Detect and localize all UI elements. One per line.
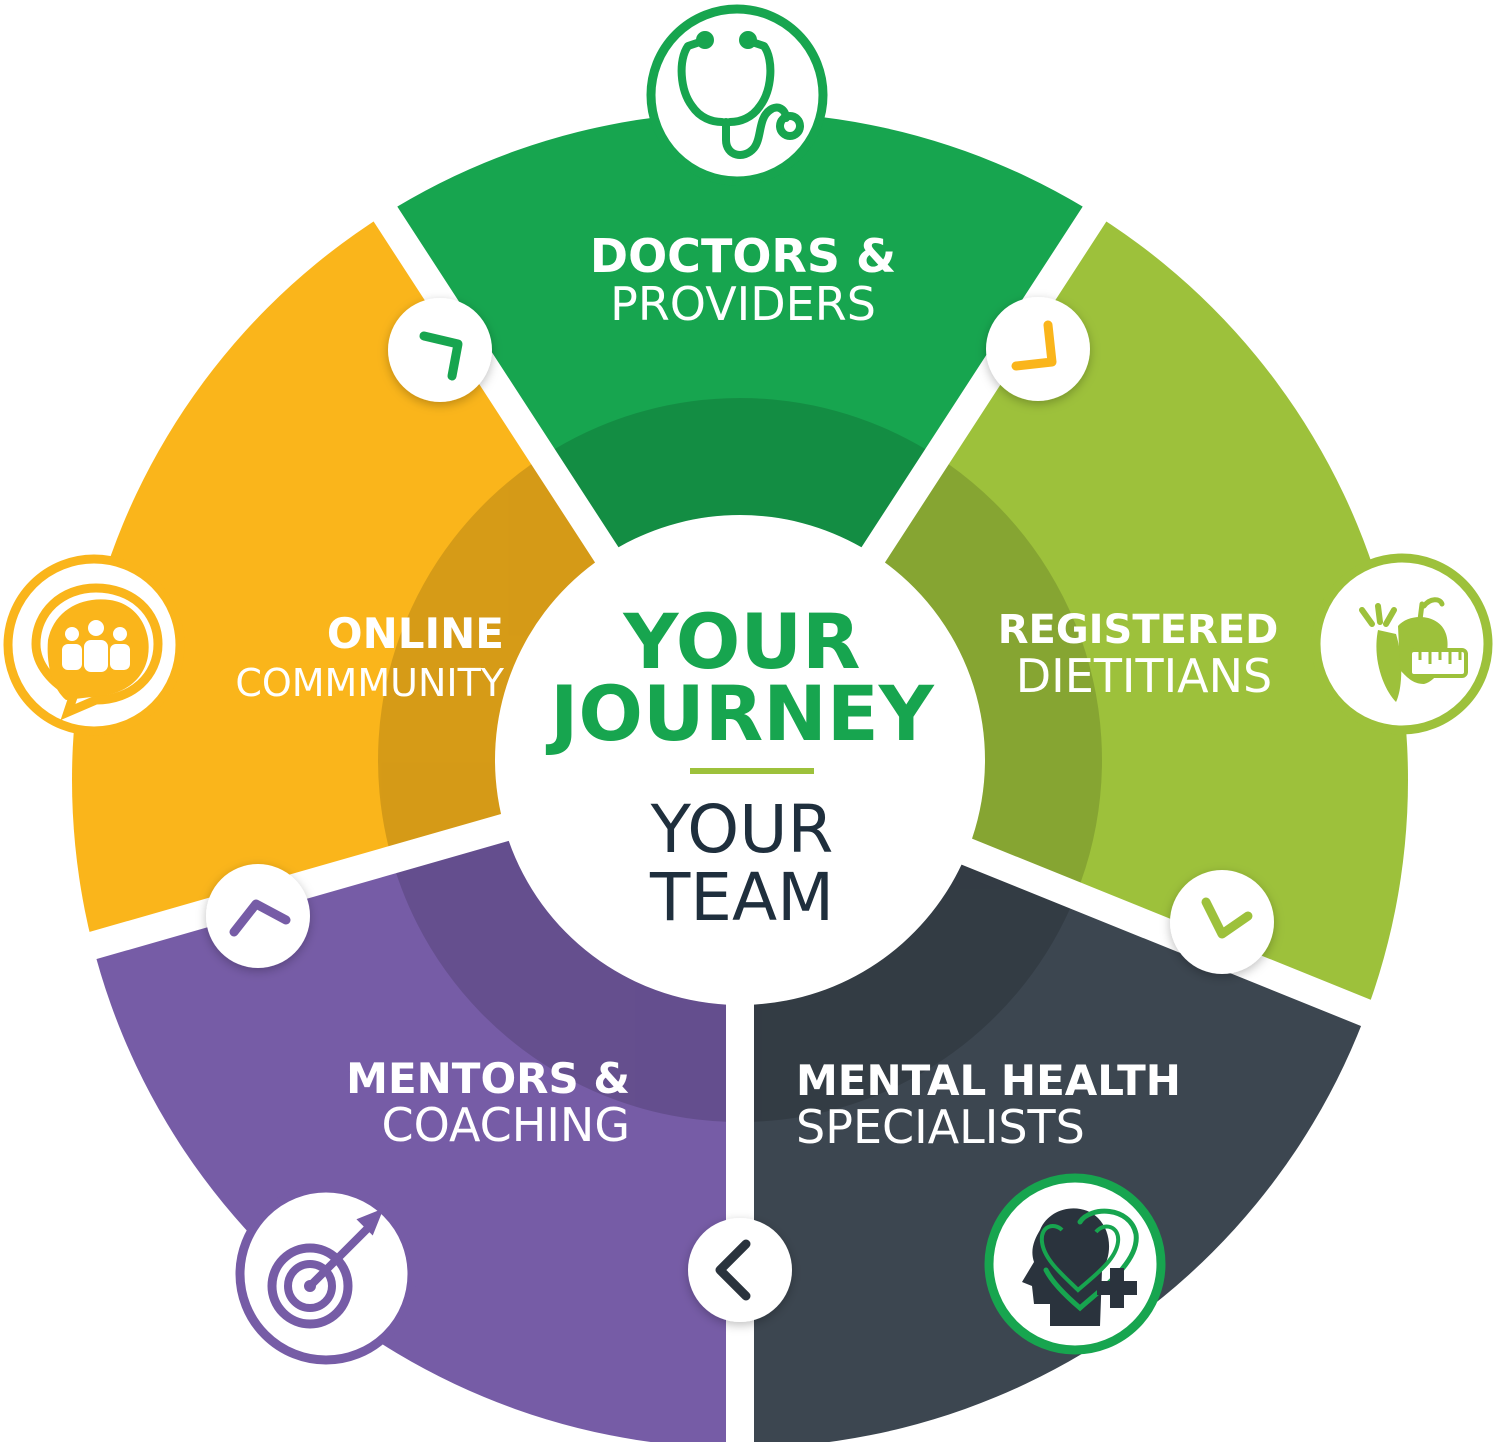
icon-badge-community [3,554,185,736]
doctors-title: DOCTORS & [590,229,896,283]
inner-ring-dietitians [884,464,1103,883]
inner-ring-mentors [396,840,727,1122]
chevron-icon [1201,897,1253,939]
center-circle [498,518,982,1002]
chevron-icon [715,1239,751,1301]
chevron-icon [1011,320,1057,371]
icon-badge-mental-health [984,1173,1166,1355]
center-title-journey: JOURNEY [545,669,935,758]
center-subtitle-your: YOUR [650,791,834,868]
segment-mentors-coaching [72,840,727,1442]
doctors-subtitle: PROVIDERS [610,277,876,331]
connector-community-doctors [388,298,492,402]
inner-ring-doctors [554,398,926,548]
mentors-subtitle: COACHING [381,1098,630,1152]
stethoscope-icon [677,31,804,159]
label-mentors: MENTORS & COACHING [346,1054,630,1152]
label-community: ONLINE COMMMUNITY [235,609,504,705]
target-arrow-icon [267,1208,384,1329]
segment-doctors-providers [370,112,1110,548]
center-divider [690,768,814,774]
healthy-food-icon [1359,597,1468,702]
community-title: ONLINE [327,609,504,658]
connector-mentors-community [206,864,310,968]
label-dietitians: REGISTERED DIETITIANS [998,607,1279,703]
mental-health-subtitle: SPECIALISTS [796,1100,1085,1154]
mental-health-title: MENTAL HEALTH [796,1056,1181,1105]
connector-mental-mentors [688,1218,792,1322]
chevron-icon [419,331,463,381]
icon-badge-mentors [235,1183,417,1365]
connector-dietitians-mental [1170,870,1274,974]
inner-ring-mental-health [753,864,1071,1122]
mentors-title: MENTORS & [346,1054,630,1103]
icon-badge-dietitians [1311,553,1493,735]
head-heart-icon [1022,1208,1139,1326]
chevron-icon [229,899,291,937]
community-subtitle: COMMMUNITY [235,661,504,705]
label-mental-health: MENTAL HEALTH SPECIALISTS [796,1056,1181,1154]
community-chat-icon [31,583,163,721]
center-title-your: YOUR [622,597,860,686]
dietitians-subtitle: DIETITIANS [1016,649,1272,703]
segment-mental-health-specialists [753,864,1384,1442]
inner-ring-community [378,464,596,847]
center-subtitle-team: TEAM [649,859,834,936]
connector-doctors-dietitians [986,297,1090,401]
icon-badge-doctors [646,4,828,186]
label-doctors: DOCTORS & PROVIDERS [590,229,896,331]
dietitians-title: REGISTERED [998,607,1279,653]
